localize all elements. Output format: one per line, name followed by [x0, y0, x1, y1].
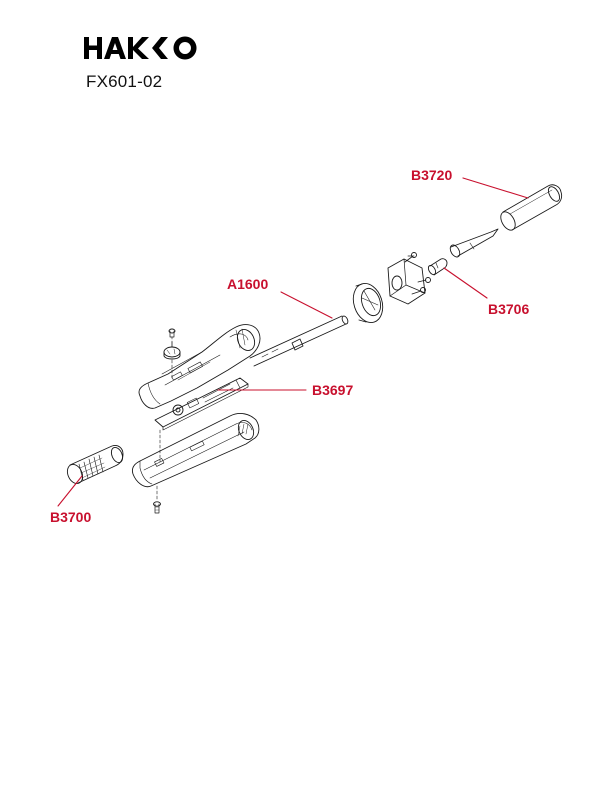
leader-line-b3706 — [443, 267, 488, 299]
leader-line-b3700 — [57, 475, 83, 507]
part-label-b3697: B3697 — [312, 382, 354, 398]
leader-line-b3720 — [462, 177, 529, 199]
bottom-screw-part — [153, 501, 161, 514]
circuit-board-part — [154, 377, 249, 431]
soldering-tip-part — [449, 228, 499, 258]
sensor-sleeve-part — [427, 258, 448, 276]
grip-ring-part — [352, 283, 384, 323]
heater-element-part — [249, 315, 349, 367]
part-label-b3720: B3720 — [411, 167, 453, 183]
connector-block-part — [387, 252, 431, 305]
part-label-b3706: B3706 — [488, 301, 530, 317]
hakko-logo — [84, 36, 197, 60]
part-label-b3700: B3700 — [50, 509, 92, 525]
model-number: FX601-02 — [86, 72, 163, 91]
leader-line-a1600 — [280, 291, 333, 319]
part-label-a1600: A1600 — [227, 276, 269, 292]
knob-part — [163, 328, 181, 360]
lower-handle-shell-part — [131, 413, 260, 488]
grip-sleeve-part — [66, 445, 124, 485]
upper-handle-shell-part — [138, 324, 261, 409]
tip-cover-part — [500, 184, 563, 231]
